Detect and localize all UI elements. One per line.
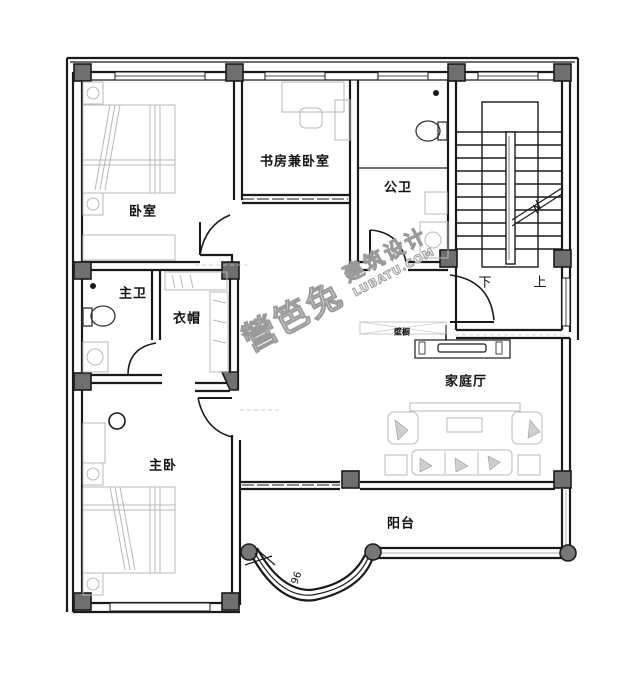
wardrobe <box>164 271 229 373</box>
room-label-family-hall: 家庭厅 <box>444 374 488 390</box>
stair-down-label: 下 <box>478 275 492 291</box>
exterior-walls <box>65 56 580 614</box>
stair-up-label: 上 <box>533 275 547 291</box>
public-bath-fixtures <box>415 90 449 259</box>
room-label-public-bath: 公卫 <box>383 180 413 196</box>
bed-master <box>82 412 176 596</box>
bay-window <box>244 547 374 602</box>
doors <box>109 198 495 612</box>
bed-bedroom <box>82 81 176 261</box>
staircase[interactable] <box>456 101 563 268</box>
room-label-closet: 衣帽 <box>172 311 202 327</box>
desk-study <box>281 81 351 141</box>
room-label-master-bedroom: 主卧 <box>148 458 178 474</box>
master-bath-fixtures <box>82 283 116 373</box>
interior-walls <box>82 80 572 605</box>
room-label-bedroom: 卧室 <box>128 204 158 220</box>
tv-cabinet <box>359 321 511 359</box>
top-windows <box>114 71 539 81</box>
room-label-balcony: 阳台 <box>386 516 416 532</box>
round-columns <box>240 543 577 562</box>
guide-lines <box>195 264 565 411</box>
side-windows <box>561 277 571 327</box>
room-label-study-bedroom: 书房兼卧室 <box>259 154 331 170</box>
columns <box>73 63 572 611</box>
room-label-wall-closet: 壁橱 <box>394 327 410 337</box>
room-label-master-bath: 主卫 <box>118 286 148 302</box>
sofa-set <box>384 402 543 476</box>
